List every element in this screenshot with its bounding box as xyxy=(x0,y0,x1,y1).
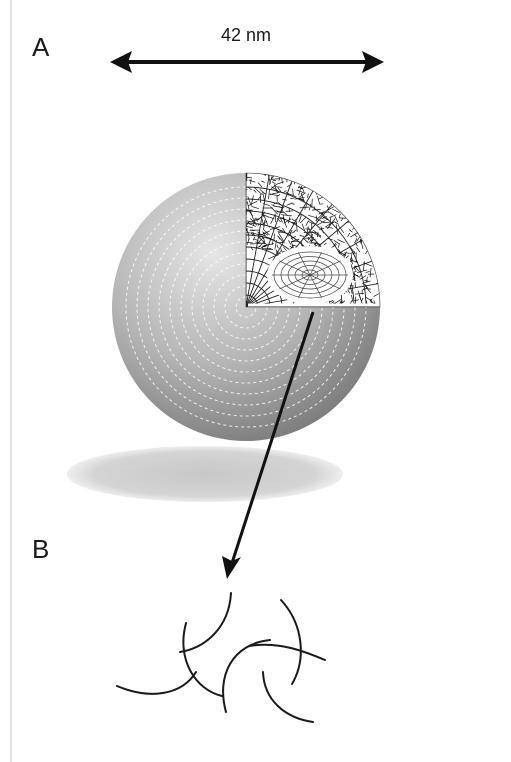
strand-5 xyxy=(249,645,325,660)
strand-1 xyxy=(180,593,231,652)
cutaway-network xyxy=(239,171,386,314)
strand-7 xyxy=(263,672,313,722)
strand-3 xyxy=(117,672,196,694)
scale-bar-arrow xyxy=(110,51,384,73)
panel-label-a: A xyxy=(32,32,50,62)
strand-4 xyxy=(281,600,301,684)
strand-2 xyxy=(183,623,222,696)
polymer-strands xyxy=(117,593,325,722)
scale-bar-label: 42 nm xyxy=(221,25,271,45)
panel-label-b: B xyxy=(32,534,49,564)
particle-shadow xyxy=(67,446,343,502)
